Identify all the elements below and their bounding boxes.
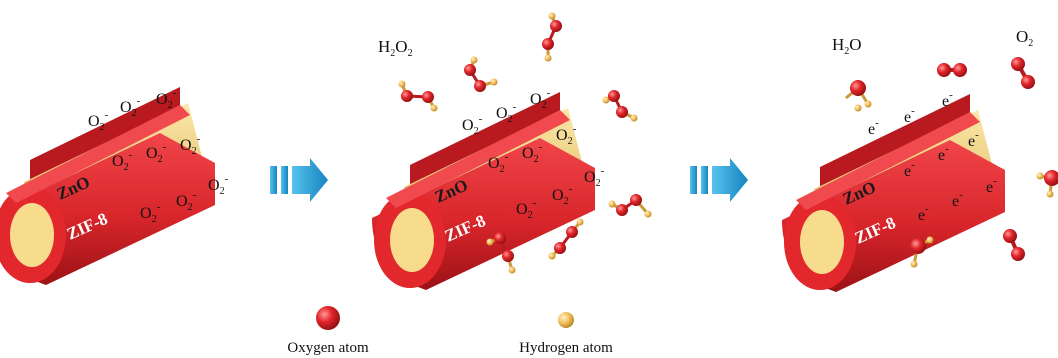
electron-label: e- <box>968 129 979 150</box>
radical-label: O2- <box>146 141 167 165</box>
panel-2: H2O2 ZnO ZIF-8 O2- O2- O2- O2- O2- O2- O… <box>372 12 652 290</box>
h2o-molecule <box>910 236 934 268</box>
electron-label: e- <box>986 175 997 196</box>
oxygen-atom-swatch <box>316 306 340 330</box>
o2-molecule <box>1003 229 1025 261</box>
electron-label: e- <box>868 117 879 138</box>
radical-label: O2- <box>88 109 109 133</box>
core-shell-tube-3 <box>782 94 1005 292</box>
h2o2-molecule <box>608 194 652 218</box>
h2o-molecule <box>845 80 872 112</box>
process-arrow-2 <box>690 158 748 202</box>
radical-label: O2- <box>112 149 133 173</box>
h2o2-molecule <box>398 80 438 112</box>
electron-label: e- <box>938 143 949 164</box>
h2o2-molecule <box>464 56 498 92</box>
legend: Oxygen atom Hydrogen atom <box>287 306 613 356</box>
radical-label: O2- <box>584 165 605 189</box>
h2o2-molecule <box>542 12 562 62</box>
radical-label: O2- <box>140 201 161 225</box>
radical-label: O2- <box>180 133 201 157</box>
h2o-molecule <box>1036 170 1058 198</box>
radical-group: O2- O2- O2- O2- O2- O2- O2- O2- O2- <box>462 87 605 221</box>
hydrogen-atom-label: Hydrogen atom <box>519 340 613 356</box>
electron-label: e- <box>942 89 953 110</box>
process-arrow-1 <box>270 158 328 202</box>
o2-molecule <box>1011 57 1035 89</box>
h2o2-molecule <box>602 90 638 122</box>
electron-label: e- <box>952 189 963 210</box>
radical-label: O2- <box>516 197 537 221</box>
h2o2-molecule <box>486 232 516 274</box>
radical-label: O2- <box>488 151 509 175</box>
panel-1: ZnO ZIF-8 O2- O2- O2- O2- O2- O2- O2- O2… <box>0 87 229 285</box>
hydrogen-atom-swatch <box>558 312 574 328</box>
radical-label: O2- <box>462 113 483 137</box>
electron-label: e- <box>904 105 915 126</box>
oxygen-atom-label: Oxygen atom <box>287 340 369 356</box>
electron-label: e- <box>918 203 929 224</box>
radical-label: O2- <box>120 95 141 119</box>
h2o-label: H2O <box>832 35 862 57</box>
o2-label: O2 <box>1016 27 1033 49</box>
radical-label: O2- <box>156 87 177 111</box>
h2o2-label: H2O2 <box>378 37 413 59</box>
radical-label: O2- <box>176 189 197 213</box>
radical-group: O2- O2- O2- O2- O2- O2- O2- O2- O2- <box>88 87 229 225</box>
o2-molecule <box>937 63 967 77</box>
panel-3: H2O O2 ZnO ZIF-8 e- e- e- e- e- e- e- e-… <box>782 27 1058 292</box>
electron-group: e- e- e- e- e- e- e- e- e- <box>868 89 997 224</box>
h2o2-molecule <box>548 218 584 260</box>
radical-label: O2- <box>208 173 229 197</box>
radical-label: O2- <box>552 183 573 207</box>
electron-label: e- <box>904 159 915 180</box>
radical-label: O2- <box>556 123 577 147</box>
radical-label: O2- <box>530 87 551 111</box>
radical-label: O2- <box>496 101 517 125</box>
radical-label: O2- <box>522 141 543 165</box>
